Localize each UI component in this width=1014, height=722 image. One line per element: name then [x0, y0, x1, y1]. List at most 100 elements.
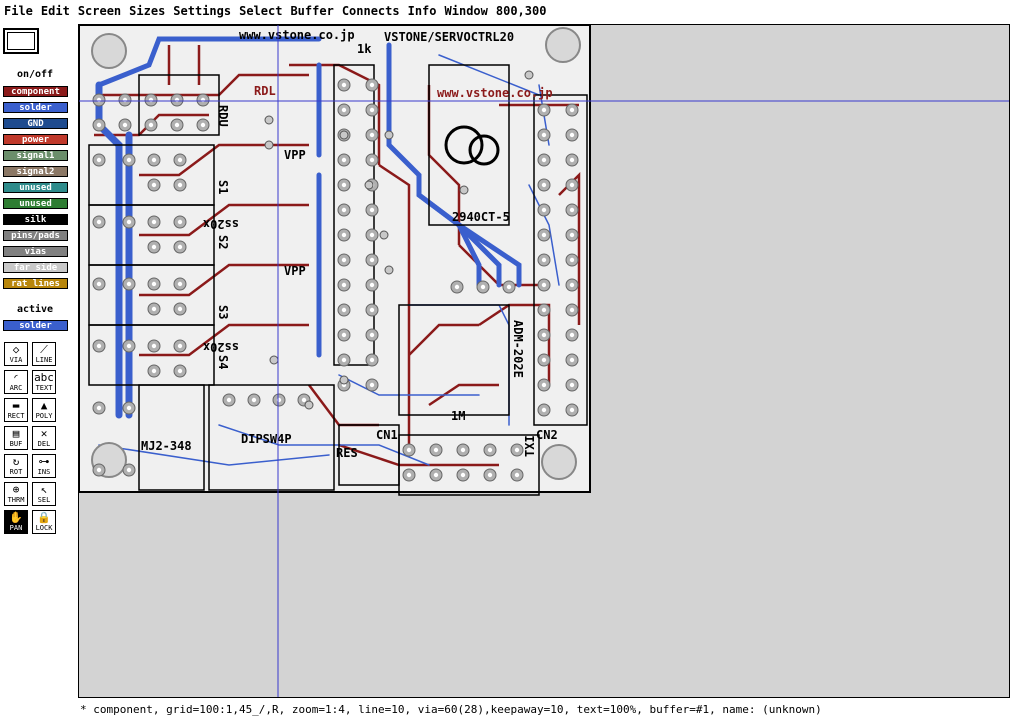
connector-pad-hole — [569, 332, 575, 338]
ic-pad-hole — [341, 82, 347, 88]
layer-button-signal1[interactable]: signal1 — [3, 150, 68, 161]
switch-pad-hole — [151, 368, 157, 374]
tool-lock-button[interactable]: 🔒LOCK — [32, 510, 56, 534]
board-label-mj: MJ2-348 — [141, 439, 192, 453]
silk-outline — [208, 384, 335, 491]
component-trace — [378, 163, 411, 445]
layer-button-power[interactable]: power — [3, 134, 68, 145]
board-label-rdu: RDU — [216, 105, 230, 127]
header-pad-hole — [174, 97, 180, 103]
tool-ins-button[interactable]: ⊶INS — [32, 454, 56, 478]
layer-button-unused[interactable]: unused — [3, 198, 68, 209]
via — [524, 70, 534, 80]
board-label-res-1m: 1M — [451, 409, 465, 423]
layer-button-silk[interactable]: silk — [3, 214, 68, 225]
board-label-reg: 2940CT-5 — [452, 210, 510, 224]
menu-buffer[interactable]: Buffer — [290, 4, 334, 18]
mounting-hole — [541, 444, 577, 480]
tool-label: ARC — [9, 384, 23, 392]
ic-pad-hole — [369, 332, 375, 338]
cn2-pad-hole — [460, 472, 466, 478]
header-pad-hole — [122, 97, 128, 103]
menu-info[interactable]: Info — [407, 4, 437, 18]
menu-select[interactable]: Select — [239, 4, 283, 18]
component-trace — [139, 143, 309, 177]
ic-pad-hole — [369, 257, 375, 263]
tool-rot-button[interactable]: ↻ROT — [4, 454, 28, 478]
switch-pad-hole — [177, 182, 183, 188]
tool-poly-button[interactable]: ▲POLY — [32, 398, 56, 422]
component-trace — [478, 303, 551, 385]
menu-edit[interactable]: Edit — [40, 4, 70, 18]
layer-button-far-side[interactable]: far side — [3, 262, 68, 273]
tool-pan-button[interactable]: ✋PAN — [4, 510, 28, 534]
solder-trace — [438, 54, 540, 96]
board-label-adc: ADM-202E — [511, 320, 525, 378]
layer-button-unused[interactable]: unused — [3, 182, 68, 193]
delete-icon: ✕ — [40, 427, 48, 440]
connector-pad-hole — [569, 307, 575, 313]
connector-pad-hole — [569, 357, 575, 363]
board-label-s3: S3 — [216, 305, 230, 319]
board-label-res-1k: 1k — [357, 42, 372, 56]
layer-button-rat-lines[interactable]: rat lines — [3, 278, 68, 289]
layer-button-component[interactable]: component — [3, 86, 68, 97]
component-trace — [139, 323, 309, 357]
menu-window[interactable]: Window — [444, 4, 488, 18]
switch-pad-hole — [151, 219, 157, 225]
layer-button-signal2[interactable]: signal2 — [3, 166, 68, 177]
dipsw-pad-hole — [301, 397, 307, 403]
silk-circle — [468, 134, 500, 166]
connector-pad-hole — [541, 157, 547, 163]
current-color-swatch[interactable] — [3, 28, 39, 54]
board-label-res: RES — [336, 446, 358, 460]
servo-pad-hole — [126, 157, 132, 163]
active-layer-button[interactable]: solder — [3, 320, 68, 331]
tool-line-button[interactable]: ⟋LINE — [32, 342, 56, 366]
cn2-pad-hole — [460, 447, 466, 453]
ic-pad-hole — [341, 307, 347, 313]
layer-button-pins-pads[interactable]: pins/pads — [3, 230, 68, 241]
menu-file[interactable]: File — [4, 4, 33, 18]
menu-connects[interactable]: Connects — [341, 4, 400, 18]
board-label-url-right: www.vstone.co.jp — [437, 86, 553, 100]
tool-via-button[interactable]: ◇VIA — [4, 342, 28, 366]
ic-pad-hole — [369, 282, 375, 288]
mounting-hole — [91, 33, 127, 69]
connector-pad-hole — [541, 232, 547, 238]
via — [304, 400, 314, 410]
tool-arc-button[interactable]: ◜ARC — [4, 370, 28, 394]
ic-pad-hole — [369, 357, 375, 363]
tool-del-button[interactable]: ✕DEL — [32, 426, 56, 450]
select-arrow-icon: ↖ — [40, 483, 48, 496]
board-label-rdl: RDL — [254, 84, 276, 98]
ic-pad-hole — [341, 282, 347, 288]
tool-buf-button[interactable]: ▤BUF — [4, 426, 28, 450]
cn2-pad-hole — [514, 447, 520, 453]
ic-pad-hole — [341, 182, 347, 188]
via — [384, 265, 394, 275]
layer-button-gnd[interactable]: GND — [3, 118, 68, 129]
rect-icon: ▬ — [12, 399, 20, 412]
ic-pad-hole — [341, 157, 347, 163]
menu-screen[interactable]: Screen — [77, 4, 122, 18]
tool-thrm-button[interactable]: ⊕THRM — [4, 482, 28, 506]
tool-label: LINE — [35, 356, 53, 364]
reg-pad-hole — [454, 284, 460, 290]
layer-button-solder[interactable]: solder — [3, 102, 68, 113]
connector-pad-hole — [541, 257, 547, 263]
switch-pad-hole — [177, 306, 183, 312]
tool-rect-button[interactable]: ▬RECT — [4, 398, 28, 422]
tool-sel-button[interactable]: ↖SEL — [32, 482, 56, 506]
menu-settings[interactable]: Settings — [173, 4, 232, 18]
connector-pad-hole — [569, 132, 575, 138]
menu-sizes[interactable]: Sizes — [129, 4, 166, 18]
layer-button-vias[interactable]: vias — [3, 246, 68, 257]
line-icon: ⟋ — [40, 343, 48, 356]
servo-pad-hole — [96, 219, 102, 225]
component-trace — [428, 383, 499, 407]
